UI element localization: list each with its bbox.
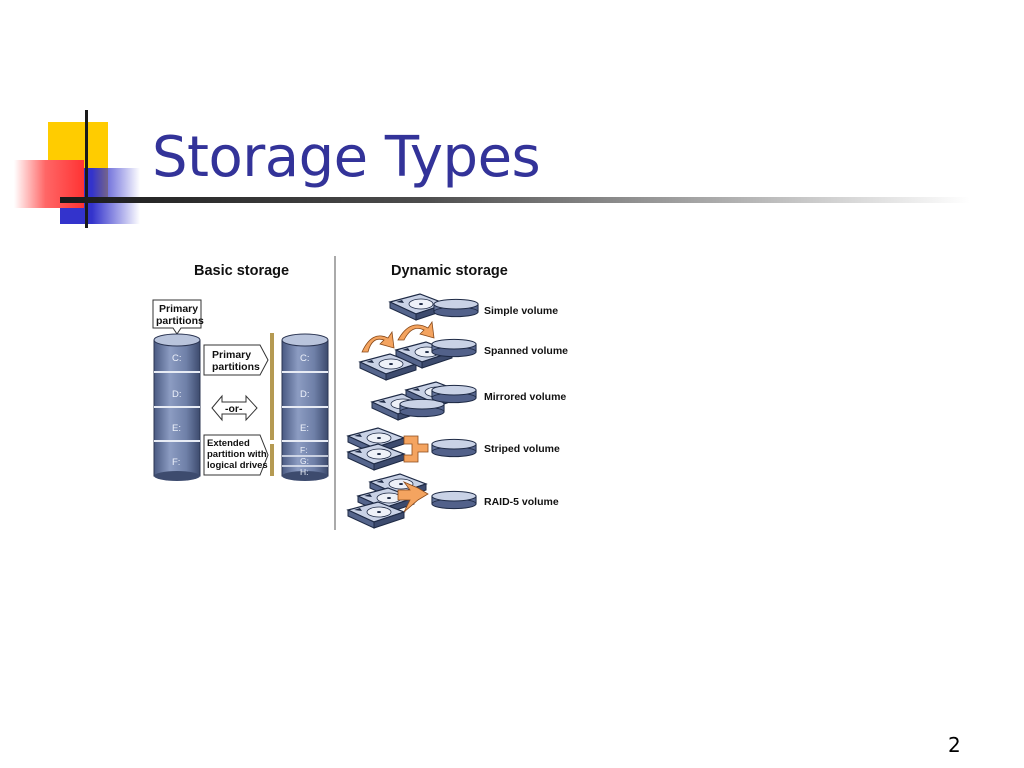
callout-text: partitions <box>212 361 260 373</box>
or-label: -or- <box>225 403 243 415</box>
drive-letter: E: <box>300 423 309 434</box>
dynamic-storage-heading: Dynamic storage <box>391 263 508 279</box>
volume-label: Spanned volume <box>484 345 568 357</box>
volume-label: Striped volume <box>484 443 560 455</box>
callout-text: partitions <box>156 315 204 327</box>
callout-text: partition with <box>207 449 267 460</box>
drive-letter: D: <box>300 389 310 400</box>
callout-text: Primary <box>159 303 198 315</box>
title-underline <box>60 197 970 203</box>
drive-letter: C: <box>300 353 310 364</box>
simple-volume-diagram: Simple volume <box>389 293 558 321</box>
callout-text: logical drives <box>207 460 268 471</box>
left-basic-disk: C: D: E: F: <box>153 333 201 481</box>
drive-letter: C: <box>172 353 182 364</box>
primary-partitions-callout-side: Primary partitions <box>203 344 269 376</box>
or-double-arrow: -or- <box>211 394 258 422</box>
page-number: 2 <box>948 733 961 757</box>
callout-text: Extended <box>207 438 250 449</box>
volume-label: Simple volume <box>484 305 558 317</box>
extended-bracket <box>270 444 274 476</box>
extended-partition-callout: Extended partition with logical drives <box>203 434 269 476</box>
title-deco-vertical-line <box>85 110 88 228</box>
primary-bracket <box>270 333 274 440</box>
slide-title: Storage Types <box>152 125 541 190</box>
mirrored-volume-diagram: Mirrored volume <box>371 381 566 421</box>
right-basic-disk: C: D: E: F: G: H: <box>281 333 329 481</box>
volume-label: Mirrored volume <box>484 391 566 403</box>
drive-letter: G: <box>300 456 309 466</box>
basic-storage-heading: Basic storage <box>194 263 289 279</box>
volume-label: RAID-5 volume <box>484 496 559 508</box>
drive-letter: E: <box>172 423 181 434</box>
drive-letter: H: <box>300 467 309 477</box>
drive-letter: F: <box>172 457 180 468</box>
striped-volume-diagram: Striped volume <box>347 427 560 471</box>
drive-letter: F: <box>300 445 308 455</box>
primary-partitions-callout-top: Primary partitions <box>152 299 204 335</box>
callout-text: Primary <box>212 349 251 361</box>
drive-letter: D: <box>172 389 182 400</box>
raid5-volume-diagram: RAID-5 volume <box>347 473 559 529</box>
spanned-volume-diagram: Spanned volume <box>359 320 568 381</box>
